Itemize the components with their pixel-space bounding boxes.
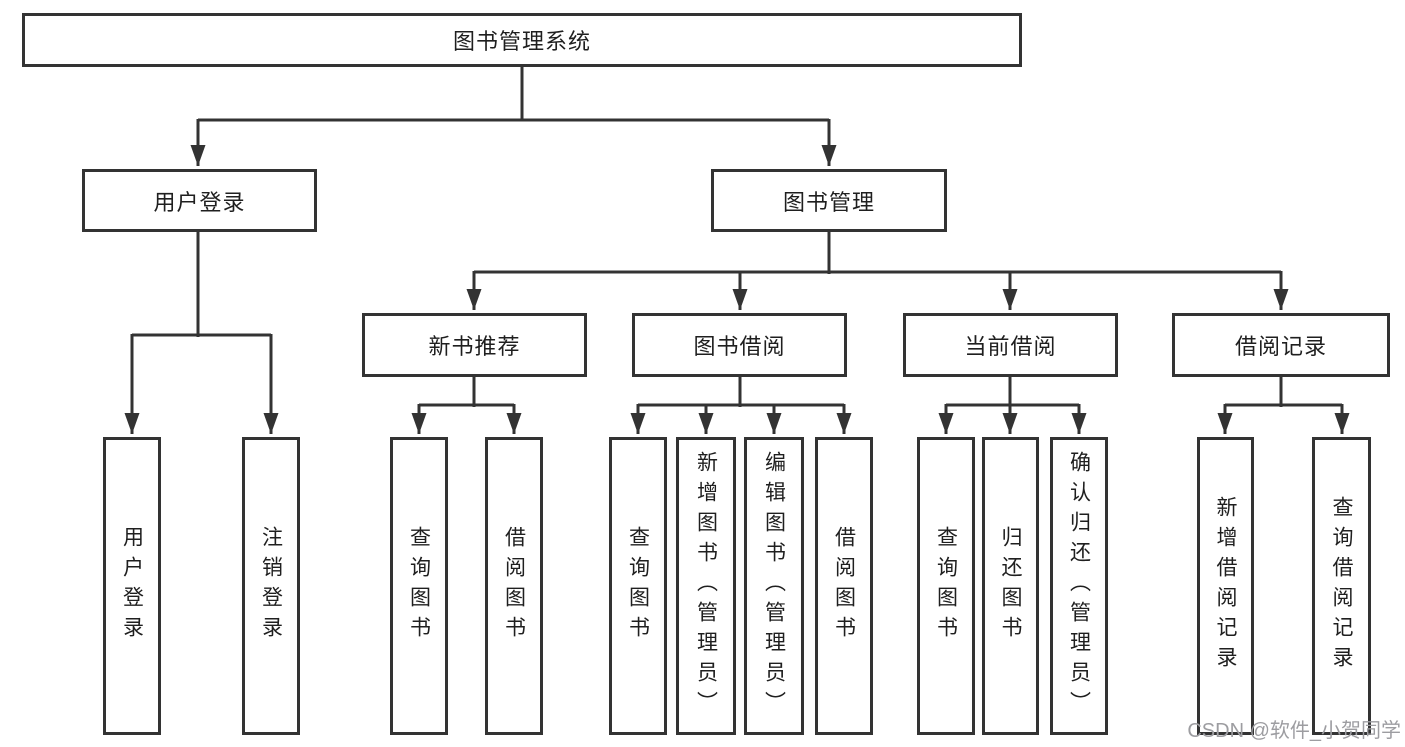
connector-borrow-records xyxy=(1217,375,1350,434)
leaf-add-books: 新增图书（管理员） xyxy=(676,437,736,735)
leaf-confirm-return: 确认归还（管理员） xyxy=(1050,437,1108,735)
node-root: 图书管理系统 xyxy=(22,13,1022,67)
leaf-borrow-books: 借阅图书 xyxy=(815,437,873,735)
connector-new-book-rec xyxy=(411,375,522,434)
node-user-login: 用户登录 xyxy=(82,169,317,232)
node-book-mgmt-label: 图书管理 xyxy=(782,189,875,215)
csdn-watermark: CSDN @软件_小贺同学 xyxy=(1187,720,1401,742)
connector-current-borrow xyxy=(938,375,1087,434)
leaf-add-books-label: 新增图书（管理员） xyxy=(694,451,718,721)
leaf-add-record: 新增借阅记录 xyxy=(1197,437,1254,735)
leaf-query-books-borrow-label: 查询图书 xyxy=(626,526,650,646)
node-current-borrow: 当前借阅 xyxy=(903,313,1118,377)
leaf-edit-books: 编辑图书（管理员） xyxy=(744,437,804,735)
leaf-edit-books-label: 编辑图书（管理员） xyxy=(762,451,786,721)
connector-user-login xyxy=(124,231,279,434)
leaf-query-books-current-label: 查询图书 xyxy=(934,526,958,646)
node-current-borrow-label: 当前借阅 xyxy=(964,334,1057,359)
leaf-user-login: 用户登录 xyxy=(103,437,161,735)
leaf-borrow-books-label: 借阅图书 xyxy=(832,526,856,646)
connector-book-mgmt xyxy=(466,231,1289,310)
leaf-add-record-label: 新增借阅记录 xyxy=(1214,496,1237,676)
leaf-borrow-books-rec: 借阅图书 xyxy=(485,437,543,735)
leaf-query-record: 查询借阅记录 xyxy=(1312,437,1371,735)
node-borrow-records: 借阅记录 xyxy=(1172,313,1390,377)
leaf-borrow-books-rec-label: 借阅图书 xyxy=(502,526,526,646)
leaf-confirm-return-label: 确认归还（管理员） xyxy=(1067,451,1091,721)
connector-book-borrow xyxy=(630,375,852,434)
leaf-logout-label: 注销登录 xyxy=(259,526,283,646)
leaf-query-record-label: 查询借阅记录 xyxy=(1330,496,1353,676)
leaf-query-books-current: 查询图书 xyxy=(917,437,975,735)
node-book-mgmt: 图书管理 xyxy=(711,169,947,232)
node-book-borrow: 图书借阅 xyxy=(632,313,847,377)
leaf-query-books-rec-label: 查询图书 xyxy=(407,526,431,646)
leaf-return-books-label: 归还图书 xyxy=(999,526,1022,646)
leaf-return-books: 归还图书 xyxy=(982,437,1039,735)
leaf-query-books-borrow: 查询图书 xyxy=(609,437,667,735)
node-root-label: 图书管理系统 xyxy=(452,29,591,54)
leaf-user-login-label: 用户登录 xyxy=(120,526,144,646)
leaf-logout: 注销登录 xyxy=(242,437,300,735)
leaf-query-books-rec: 查询图书 xyxy=(390,437,448,735)
node-book-borrow-label: 图书借阅 xyxy=(693,334,786,359)
node-new-book-rec-label: 新书推荐 xyxy=(428,334,521,359)
node-new-book-rec: 新书推荐 xyxy=(362,313,587,377)
node-borrow-records-label: 借阅记录 xyxy=(1234,334,1327,359)
node-user-login-label: 用户登录 xyxy=(153,189,246,215)
connector-root xyxy=(190,66,837,166)
